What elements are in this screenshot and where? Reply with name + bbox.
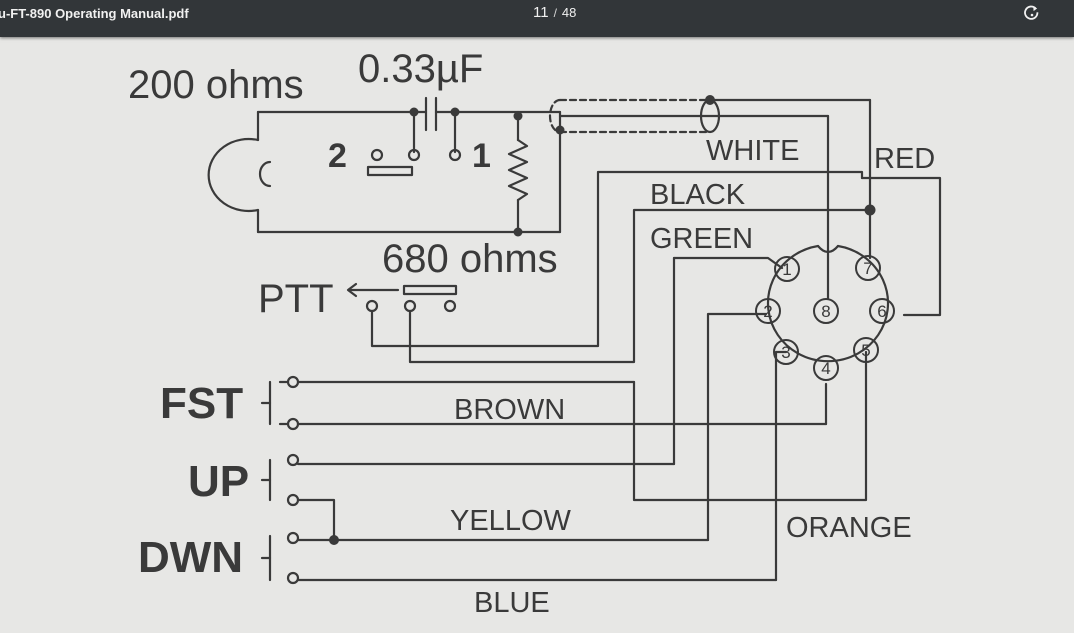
connector-pins [755,255,895,381]
wire-label-blue: BLUE [474,587,550,619]
dwn-label: DWN [138,533,243,582]
page-indicator: 11 / 48 [533,4,576,21]
wire-label-brown: BROWN [454,394,565,426]
rotate-clockwise-icon [1024,5,1039,20]
pin-label-5: 5 [861,341,870,360]
pin-label-7: 7 [863,259,872,278]
pdf-toolbar: u-FT-890 Operating Manual.pdf 11 / 48 [0,0,1074,37]
pin-label-1: 1 [782,260,791,279]
switch-position-2: 2 [328,137,347,175]
page-separator: / [553,6,557,20]
resistor-label: 680 ohms [382,237,558,281]
microphone-element [207,110,272,234]
wire-label-yellow: YELLOW [450,505,571,537]
din-connector [766,244,890,363]
pin-label-6: 6 [877,302,886,321]
wire-label-orange: ORANGE [786,512,912,544]
total-pages: 48 [561,5,577,20]
ptt-label: PTT [258,277,334,321]
document-title: u-FT-890 Operating Manual.pdf [0,6,189,21]
rotate-button[interactable] [1020,3,1044,27]
switch-position-1: 1 [472,137,491,175]
junction-dots [329,95,876,545]
up-label: UP [188,457,249,506]
pin-label-8: 8 [821,302,830,321]
pdf-page [0,37,1074,633]
pin-label-2: 2 [763,302,772,321]
wire-label-black: BLACK [650,179,746,211]
wire-label-red: RED [874,143,935,175]
fst-label: FST [160,379,243,428]
wire-label-green: GREEN [650,223,753,255]
capacitor-label: 0.33µF [358,47,483,91]
capacitor-symbol [424,96,438,132]
pin-label-4: 4 [821,359,830,378]
resistor-symbol [507,110,529,234]
wire-label-white: WHITE [706,135,799,167]
pin-label-3: 3 [781,343,790,362]
mic-resistance-label: 200 ohms [128,63,304,107]
current-page[interactable]: 11 [533,4,549,21]
